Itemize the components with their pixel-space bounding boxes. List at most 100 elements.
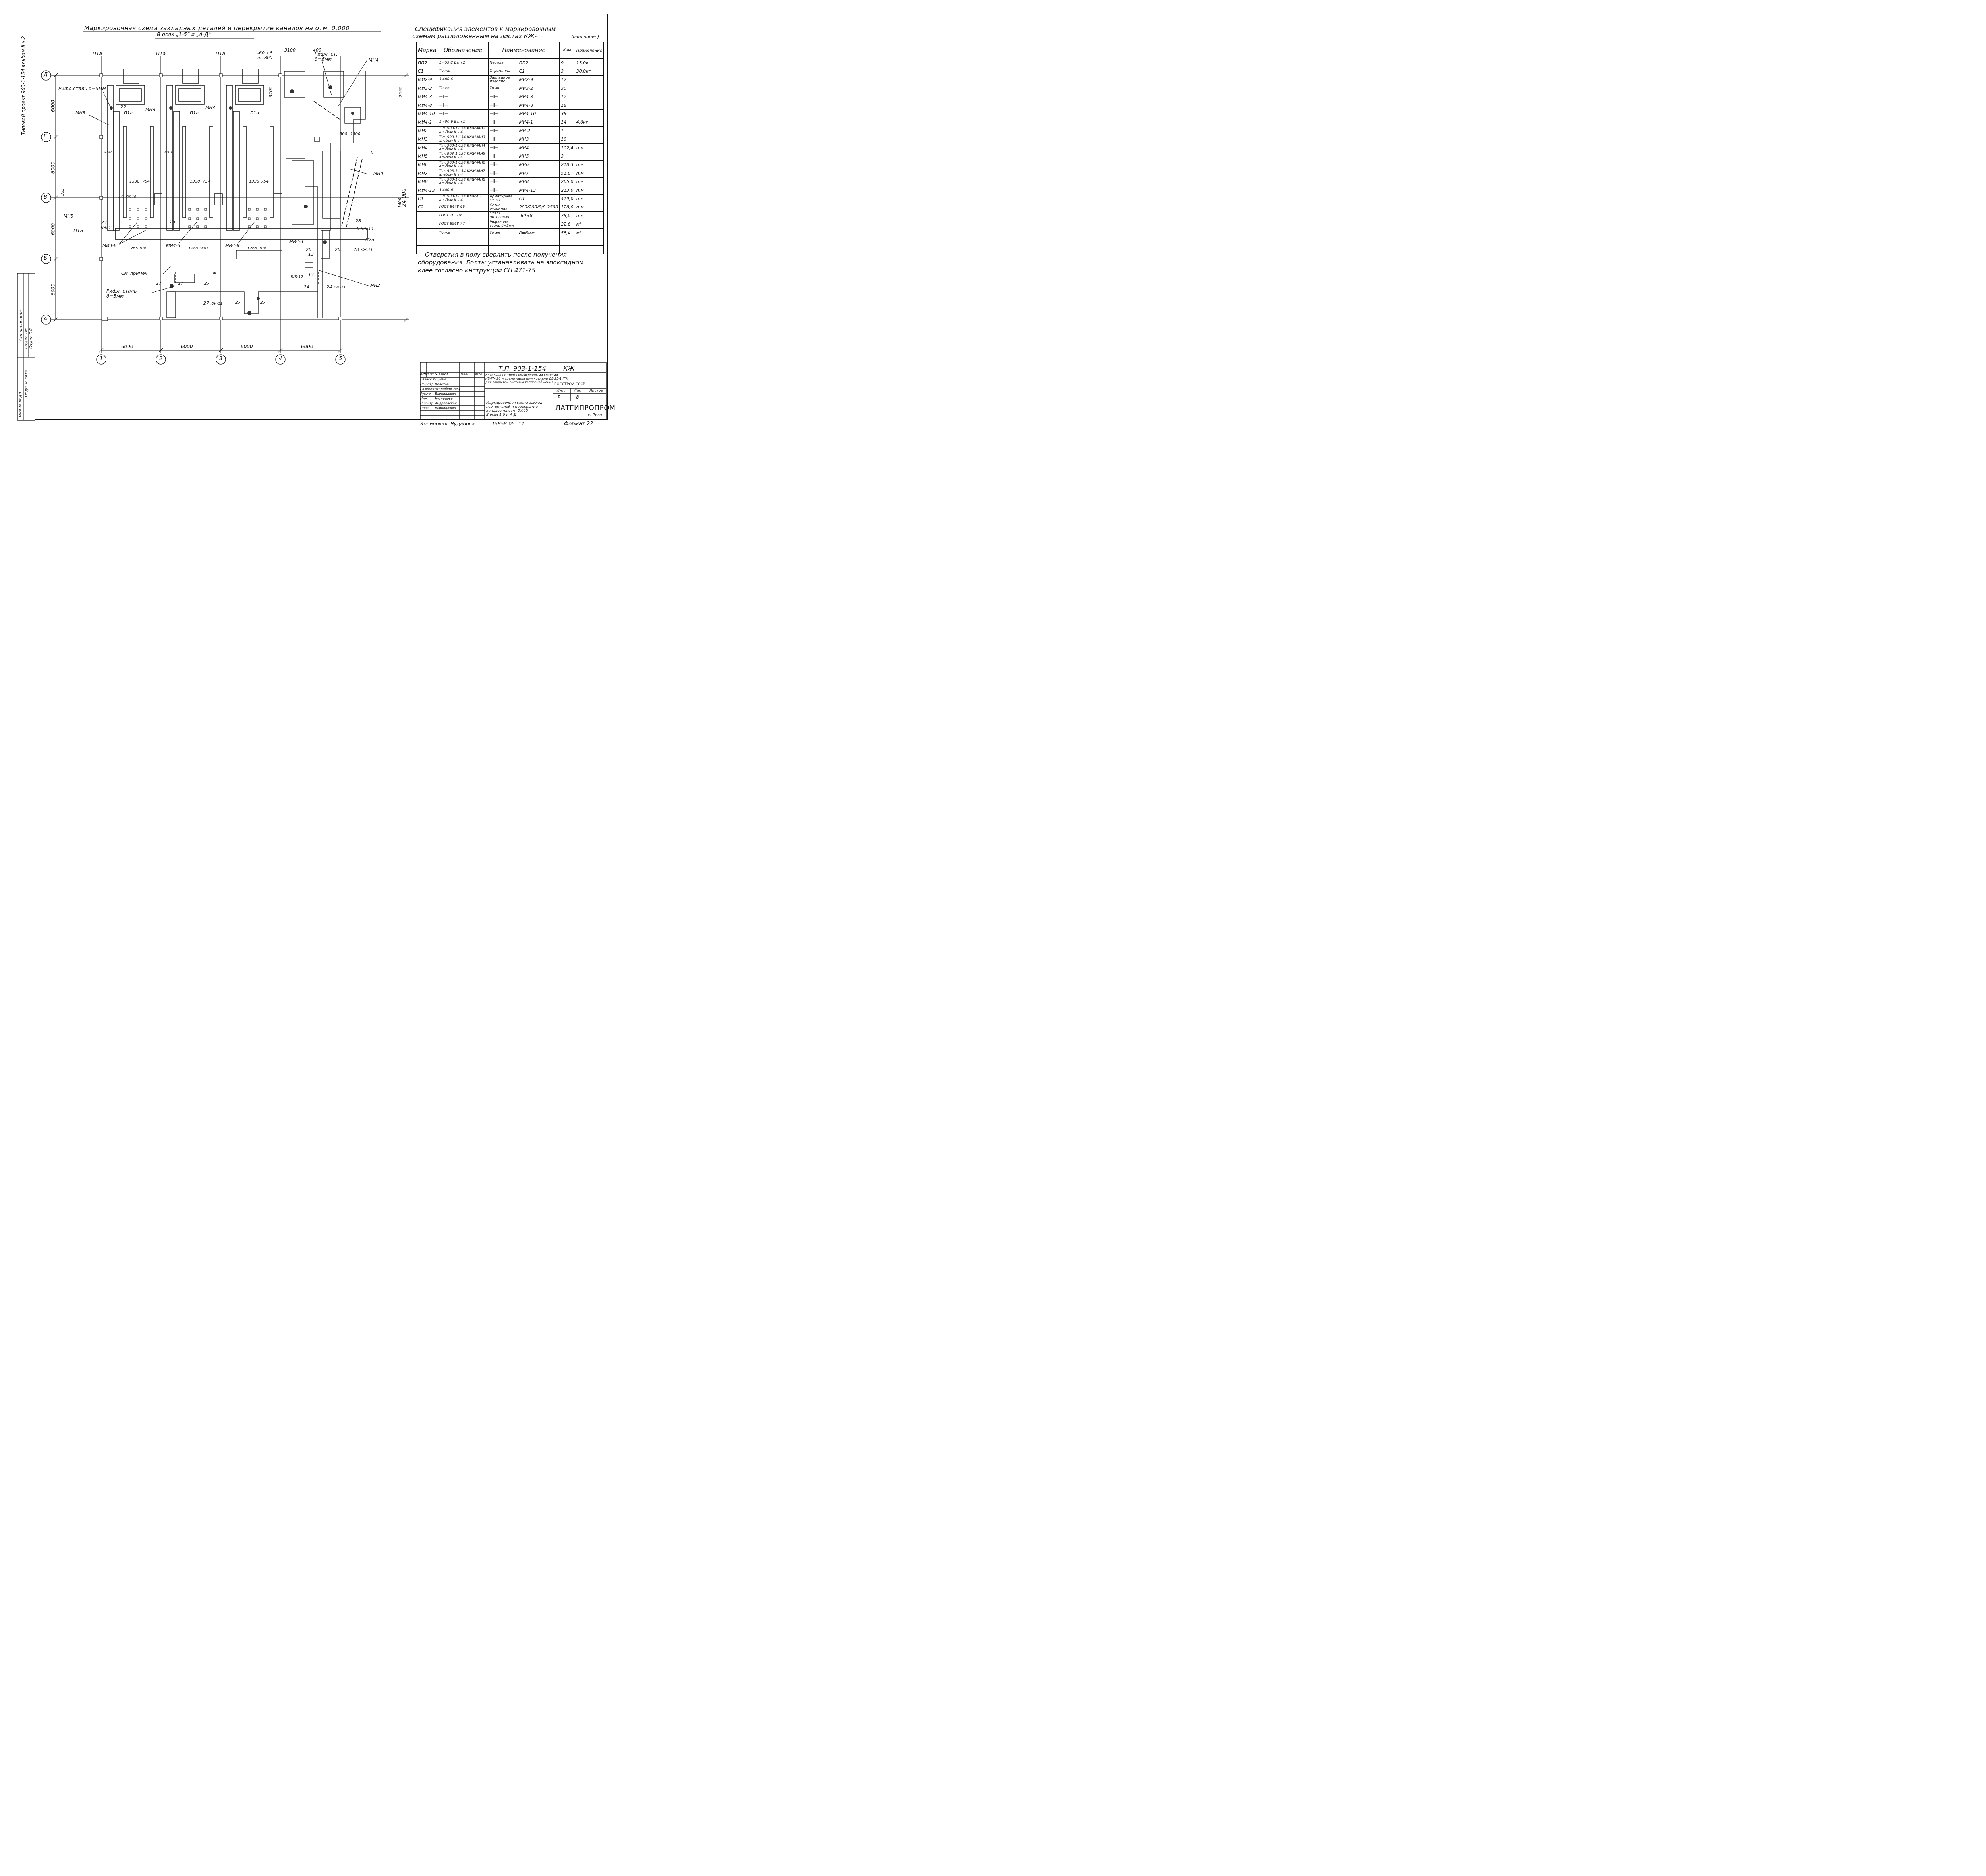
axis-label-G: Г: [44, 133, 47, 139]
spec-cell-qty: 75,0: [559, 211, 575, 220]
axis-label-3: 3: [219, 356, 223, 362]
stamp-project: Т.П. 903-1-154: [498, 365, 546, 372]
spec-cell-note: [574, 75, 604, 85]
spec-cell-note: м²: [574, 228, 604, 237]
axis-label-D: Д: [44, 72, 48, 78]
spec-cell-name: Стремянка: [488, 67, 518, 76]
spec-header-row: Марка Обозначение Наименование К-во Прим…: [416, 42, 604, 59]
right-structure: [284, 71, 366, 318]
dim-1338-1: 1338: [129, 179, 140, 184]
label-mn5: МН5: [64, 214, 73, 219]
spec-cell-name-mark: ПП2: [517, 58, 560, 68]
spec-cell-name-mark: 200/200/8/8 2500: [517, 203, 560, 212]
spec-cell-qty: 51,0: [559, 169, 575, 178]
lower-channels: [166, 250, 319, 318]
stamp-person: Варнишевич: [435, 392, 456, 396]
spec-row: [416, 245, 604, 254]
spec-head-name: Наименование: [488, 42, 560, 59]
label-mn4-1: МН4: [369, 58, 379, 63]
spec-cell-mark: МН2: [416, 126, 438, 135]
spec-cell-designation: То же: [437, 67, 489, 76]
spec-cell-mark: С1: [416, 67, 438, 76]
spec-head-mark: Марка: [416, 42, 438, 59]
hatch-marks: [110, 85, 354, 315]
stamp-roles: Гл.инж.пр.ДуманНач.отд.КалетовГл.конст.Э…: [420, 377, 485, 411]
stamp-sheet-title-3: каналов на отм. 0,000: [486, 409, 528, 413]
spec-table: Марка Обозначение Наименование К-во Прим…: [416, 42, 604, 254]
spec-cell-qty: 22,6: [559, 220, 575, 229]
left-stamp-agreed: Согласовано:: [18, 310, 23, 341]
spec-cell-mark: ПП2: [416, 58, 438, 68]
spec-cell-name: [488, 245, 518, 254]
spec-cell-mark: [416, 237, 438, 246]
axis-label-A: А: [44, 316, 47, 322]
stamp-person: Эгарцберг-Зенчик: [435, 387, 460, 391]
dim-row-2: 6000: [50, 161, 56, 174]
dim-1300: 1300: [350, 132, 361, 136]
mark-25: 25: [170, 219, 176, 224]
spec-cell-qty: 419,0: [559, 194, 575, 203]
dim-1400: 1400: [398, 197, 403, 208]
spec-cell-qty: 3: [559, 152, 575, 161]
spec-cell-name-mark: МН5: [517, 152, 560, 161]
dim-900: 900: [340, 132, 348, 136]
dim-754-2: 754: [203, 179, 211, 184]
mark-6-ref: КЖ-10: [361, 227, 373, 231]
spec-cell-designation: 3.400-6: [437, 185, 489, 195]
spec-cell-qty: 3: [559, 67, 575, 76]
spec-cell-name: Закладное изделие: [488, 75, 518, 85]
spec-title-suffix: (окончание): [571, 34, 599, 39]
spec-cell-qty: 10: [559, 135, 575, 144]
label-mi4-8-1: МИ4-8: [102, 243, 117, 248]
mark-24-num: 24: [326, 284, 332, 290]
spec-cell-mark: МИ4-3: [416, 92, 438, 101]
dim-335: 335: [60, 188, 65, 196]
spec-cell-designation: То же: [437, 84, 489, 93]
spec-cell-qty: 213,0: [559, 185, 575, 195]
spec-cell-designation: 3.400-6: [437, 75, 489, 85]
spec-cell-mark: МИ4-10: [416, 109, 438, 118]
dim-col-1: 6000: [121, 344, 133, 349]
spec-cell-designation: —‖—: [437, 109, 489, 118]
axis-bubbles: [41, 70, 346, 365]
spec-cell-note: [574, 92, 604, 101]
sheet-frame: [35, 14, 608, 420]
spec-cell-name-mark: МИ4-1: [517, 118, 560, 127]
dim-1265-1: 1265: [128, 246, 138, 251]
spec-cell-designation: ГОСТ 8568-77: [437, 220, 489, 229]
stamp-role: Нач.отд.: [420, 382, 435, 386]
mark-27-kzh11: 27 КЖ-11: [203, 301, 222, 306]
dim-400: 400: [313, 48, 321, 53]
stamp-role: Пров.: [420, 406, 430, 410]
spec-cell-note: [574, 109, 604, 118]
left-stamp-dept1: Отдел ТМ: [24, 328, 29, 349]
label-p1a-4: П1а: [124, 110, 133, 116]
spec-cell-qty: 30: [559, 84, 575, 93]
embedded-items: [129, 208, 267, 228]
dim-3200: 3200: [268, 86, 274, 98]
spec-cell-note: [574, 100, 604, 110]
spec-cell-mark: МН8: [416, 177, 438, 186]
spec-cell-note: п.м: [574, 185, 604, 195]
spec-cell-note: 13,0кг: [574, 58, 604, 68]
spec-cell-name: —‖—: [488, 185, 518, 195]
spec-cell-note: п.м: [574, 143, 604, 152]
spec-cell-qty: [559, 237, 575, 246]
spec-cell-mark: [416, 228, 438, 237]
side-project-label: Типовой проект 903-1-154 альбом II ч.2: [21, 36, 26, 135]
dim-450-2: 450: [164, 150, 172, 154]
spec-cell-name: —‖—: [488, 126, 518, 135]
label-see-note: См. примеч: [121, 271, 147, 276]
left-approval-stamp: [17, 273, 35, 421]
spec-cell-name-mark: МИ4-8: [517, 100, 560, 110]
spec-cell-designation: 1.459-2 Вып.2: [437, 58, 489, 68]
stamp-sheets-head: Листов: [589, 389, 603, 393]
dim-1338-2: 1338: [190, 179, 200, 184]
